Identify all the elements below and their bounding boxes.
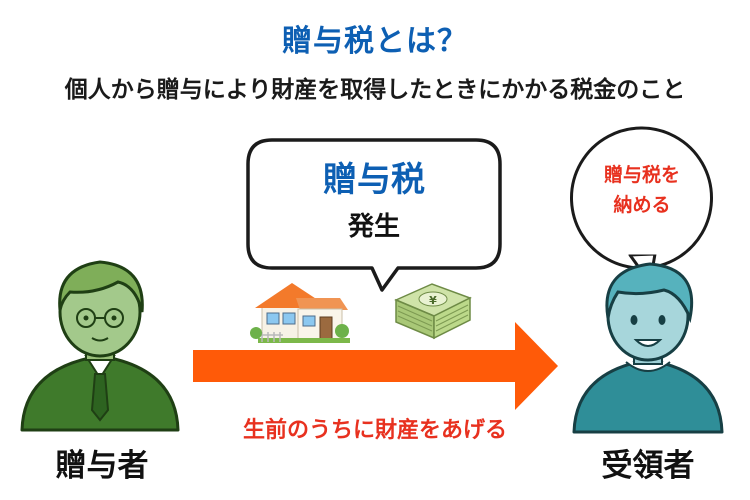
central-speech-bubble <box>246 138 502 292</box>
money-stack-icon <box>394 283 472 340</box>
yen-symbol: ¥ <box>429 294 437 307</box>
page-subtitle: 個人から贈与により財産を取得したときにかかる税金のこと <box>64 77 686 103</box>
page-title: 贈与税とは？ <box>282 24 468 59</box>
receiver-illustration <box>572 262 724 434</box>
receiver-bubble-line1: 贈与税を <box>603 164 680 186</box>
receiver-bubble-line2: 納める <box>613 194 671 216</box>
giver-label: 贈与者 <box>55 448 149 484</box>
giver-illustration <box>20 260 180 432</box>
arrow-caption: 生前のうちに財産をあげる <box>242 418 507 443</box>
house-icon <box>250 283 350 343</box>
receiver-label: 受領者 <box>601 448 695 484</box>
bubble-main-text: 贈与税 <box>323 160 425 200</box>
bubble-sub-text: 発生 <box>347 212 400 242</box>
transfer-arrow <box>193 322 558 410</box>
